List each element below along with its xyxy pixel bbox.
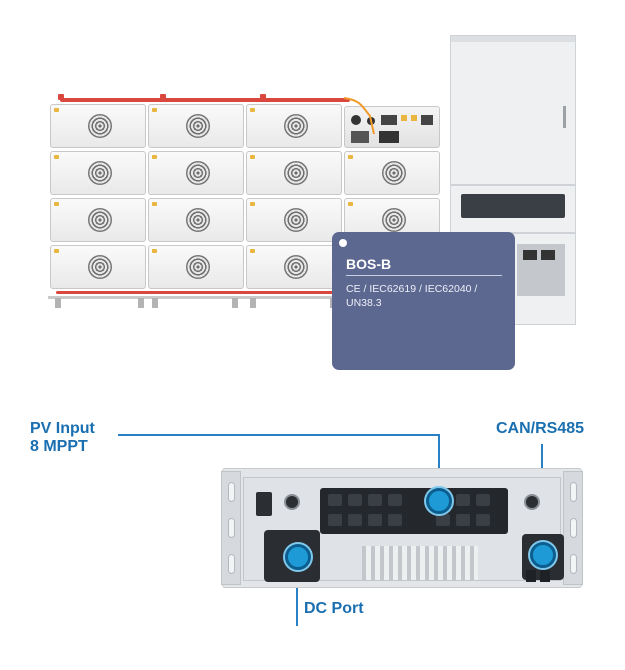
card-divider — [346, 275, 502, 276]
fan-icon — [284, 114, 308, 138]
pv-input-leader-v — [438, 434, 440, 490]
panel-face — [243, 477, 564, 582]
battery-module — [50, 245, 146, 289]
fan-icon — [88, 208, 112, 232]
battery-module — [344, 151, 440, 195]
fan-icon — [88, 114, 112, 138]
pv-switch-knob — [284, 494, 300, 510]
fan-icon — [284, 255, 308, 279]
battery-module — [246, 245, 342, 289]
base-cable-bar — [56, 291, 336, 294]
front-panel-unit — [221, 468, 583, 588]
cable-connector — [260, 94, 266, 100]
base-rail — [48, 296, 344, 299]
fan-icon — [186, 114, 210, 138]
breaker — [256, 492, 272, 516]
cable-connector — [58, 94, 64, 100]
card-pin-icon — [339, 239, 347, 247]
dc-port-marker-icon — [285, 544, 311, 570]
fan-icon — [284, 208, 308, 232]
battery-module — [148, 198, 244, 242]
ventilation-grille — [362, 546, 478, 580]
certifications-text: CE / IEC62619 / IEC62040 / UN38.3 — [346, 283, 478, 309]
battery-module — [148, 104, 244, 148]
pv-input-leader-h — [118, 434, 440, 436]
pv-switch-knob — [524, 494, 540, 510]
pv-input-callout: PV Input 8 MPPT — [30, 420, 95, 456]
pv-input-label: PV Input — [30, 420, 95, 437]
foot — [138, 298, 144, 308]
fan-icon — [382, 208, 406, 232]
foot — [250, 298, 256, 308]
fan-icon — [88, 161, 112, 185]
dc-port-label: DC Port — [304, 600, 364, 617]
battery-module — [246, 198, 342, 242]
fan-icon — [382, 161, 406, 185]
left-rack-ear — [221, 471, 241, 585]
battery-module — [50, 104, 146, 148]
cable-connector — [160, 94, 166, 100]
battery-module — [246, 151, 342, 195]
can-rs485-label: CAN/RS485 — [496, 420, 585, 437]
fan-icon — [88, 255, 112, 279]
battery-module — [50, 198, 146, 242]
top-cable-bar — [60, 98, 350, 102]
pv-input-connectors — [320, 488, 508, 534]
orange-cable — [343, 97, 375, 135]
bms-controller — [344, 106, 440, 148]
fan-icon — [284, 161, 308, 185]
fan-icon — [186, 208, 210, 232]
pv-input-marker-icon — [426, 488, 452, 514]
battery-module — [148, 151, 244, 195]
mppt-label: 8 MPPT — [30, 438, 88, 455]
battery-module — [148, 245, 244, 289]
right-rack-ear — [563, 471, 583, 585]
foot — [232, 298, 238, 308]
foot — [55, 298, 61, 308]
fan-icon — [186, 255, 210, 279]
product-info-card: BOS-B CE / IEC62619 / IEC62040 / UN38.3 — [332, 232, 515, 370]
battery-module — [246, 104, 342, 148]
dc-port-leader — [296, 558, 298, 626]
fan-icon — [186, 161, 210, 185]
foot — [152, 298, 158, 308]
product-title: BOS-B — [346, 256, 392, 272]
can-rs485-marker-icon — [530, 542, 556, 568]
battery-module — [50, 151, 146, 195]
